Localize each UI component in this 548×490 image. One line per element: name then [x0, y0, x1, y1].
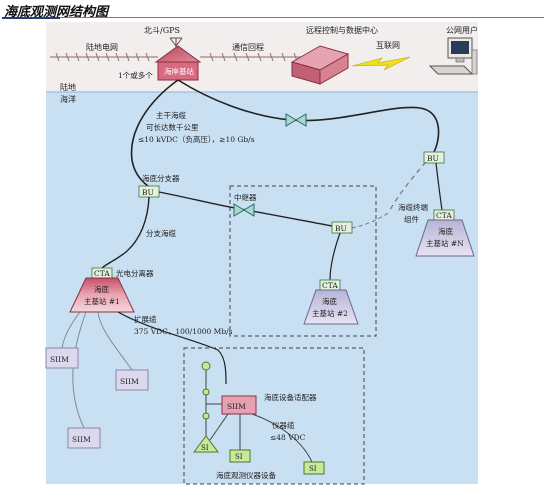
- one-or-more-label: 1个或多个: [118, 70, 153, 80]
- main-cable-label-1: 主干海缆: [156, 110, 186, 120]
- comm-link-label: 通信回程: [232, 42, 264, 52]
- si-label-1: SI: [201, 444, 209, 452]
- main-cable-label-3: ≤10 kVDC（负高压），≥10 Gb/s: [138, 134, 255, 144]
- land-grid-ticks: [55, 52, 150, 62]
- shore-station-label: 海岸基站: [164, 66, 194, 76]
- repeater-icon-main: [285, 113, 307, 127]
- bu2-to-cta2: [329, 232, 341, 281]
- branch-cable: [101, 196, 150, 269]
- title-rule: [2, 17, 544, 18]
- si-label-3: SI: [309, 465, 317, 473]
- bu-n-to-cta-cable: [435, 162, 443, 211]
- station-2-icon: [303, 289, 359, 325]
- terminal-dashed-cable: [389, 161, 427, 211]
- station-2-line-2: 主基站 #2: [312, 308, 348, 318]
- siim-cable-1: [61, 311, 81, 349]
- siim-box-2: [115, 369, 149, 391]
- station-2-line-1: 海底: [322, 296, 337, 306]
- bu-left-caption: 海底分支器: [142, 173, 180, 183]
- data-center-icon: [290, 45, 350, 85]
- station-n-line-1: 海底: [438, 226, 453, 236]
- siim-label-1: SIIM: [50, 355, 69, 364]
- computer-icon: [428, 37, 478, 75]
- terminal-label-1: 海缆终端: [398, 202, 428, 212]
- si-label-2: SI: [235, 453, 243, 461]
- cta-label-1: CTA: [94, 269, 110, 278]
- bu-label-n: BU: [427, 154, 439, 163]
- station-n-icon: [415, 219, 475, 257]
- main-cable: [130, 79, 179, 187]
- ext-cable-label-2: 375 VDC，100/1000 Mb/s: [134, 327, 233, 336]
- sensor-node-3: [202, 412, 210, 420]
- cta-label-n: CTA: [436, 211, 452, 220]
- instr-cable-label-2: ≤48 VDC: [270, 433, 306, 442]
- si-box-3: [303, 461, 325, 475]
- internet-label: 互联网: [376, 41, 400, 50]
- region-box-2: [229, 185, 377, 337]
- terminal-label-2: 组件: [404, 214, 419, 224]
- bu-box-n: [423, 151, 445, 164]
- adapter-siim-label: SIIM: [227, 402, 246, 411]
- cta-label-2: CTA: [322, 281, 338, 290]
- si-cable-3: [251, 413, 313, 463]
- repeater-label: 中继器: [234, 192, 257, 202]
- bu2-link-dashed: [351, 211, 391, 229]
- main-cable-label-2: 可长达数千公里: [146, 122, 199, 132]
- siim-box-1: [45, 347, 79, 369]
- station-1-line-2: 主基站 #1: [84, 296, 120, 306]
- sensor-node-2: [202, 388, 210, 396]
- comm-link-ticks: [209, 52, 298, 62]
- land-label: 陆地: [60, 82, 76, 92]
- main-cable-east: [177, 79, 440, 153]
- si-box-2: [229, 449, 251, 463]
- bu-label-left: BU: [142, 188, 154, 197]
- optical-splitter-label: 光电分离器: [116, 268, 154, 278]
- si-cable-1: [209, 413, 229, 441]
- repeater-icon-branch: [233, 203, 255, 217]
- beidou-gps-label: 北斗/GPS: [144, 26, 180, 35]
- internet-link-icon: [351, 56, 411, 71]
- si-triangle: [193, 435, 219, 453]
- remote-center-label: 远程控制与数据中心: [306, 25, 378, 35]
- siim-cable-3: [72, 311, 87, 429]
- land-grid-label: 陆地电网: [86, 42, 118, 52]
- siim-label-3: SIIM: [72, 435, 91, 444]
- region-box-instruments: [183, 347, 365, 485]
- bu-label-2: BU: [335, 224, 347, 233]
- shore-station-icon: [154, 45, 202, 81]
- ext-cable-label-1: 扩展缆: [134, 314, 157, 324]
- adapter-siim-box: [221, 395, 257, 415]
- instruments-label: 海底观测仪器设备: [216, 470, 276, 480]
- station-1-line-1: 海底: [94, 284, 109, 294]
- page-title: 海底观测网结构图: [4, 5, 109, 20]
- adapter-label: 海底设备适配器: [264, 392, 317, 402]
- station-n-line-2: 主基站 #N: [426, 238, 464, 248]
- instr-cable-label-1: 仪器缆: [272, 420, 295, 430]
- branch-cable-label: 分支海缆: [146, 228, 176, 238]
- title-rule-accent: [2, 17, 60, 19]
- public-users-label: 公网用户: [446, 25, 478, 35]
- siim-cable-2: [97, 311, 133, 371]
- siim-box-3: [67, 427, 101, 449]
- siim-label-2: SIIM: [120, 377, 139, 386]
- station-1-icon: [69, 277, 135, 313]
- sensor-node-1: [201, 361, 211, 371]
- ocean-label: 海洋: [60, 94, 76, 104]
